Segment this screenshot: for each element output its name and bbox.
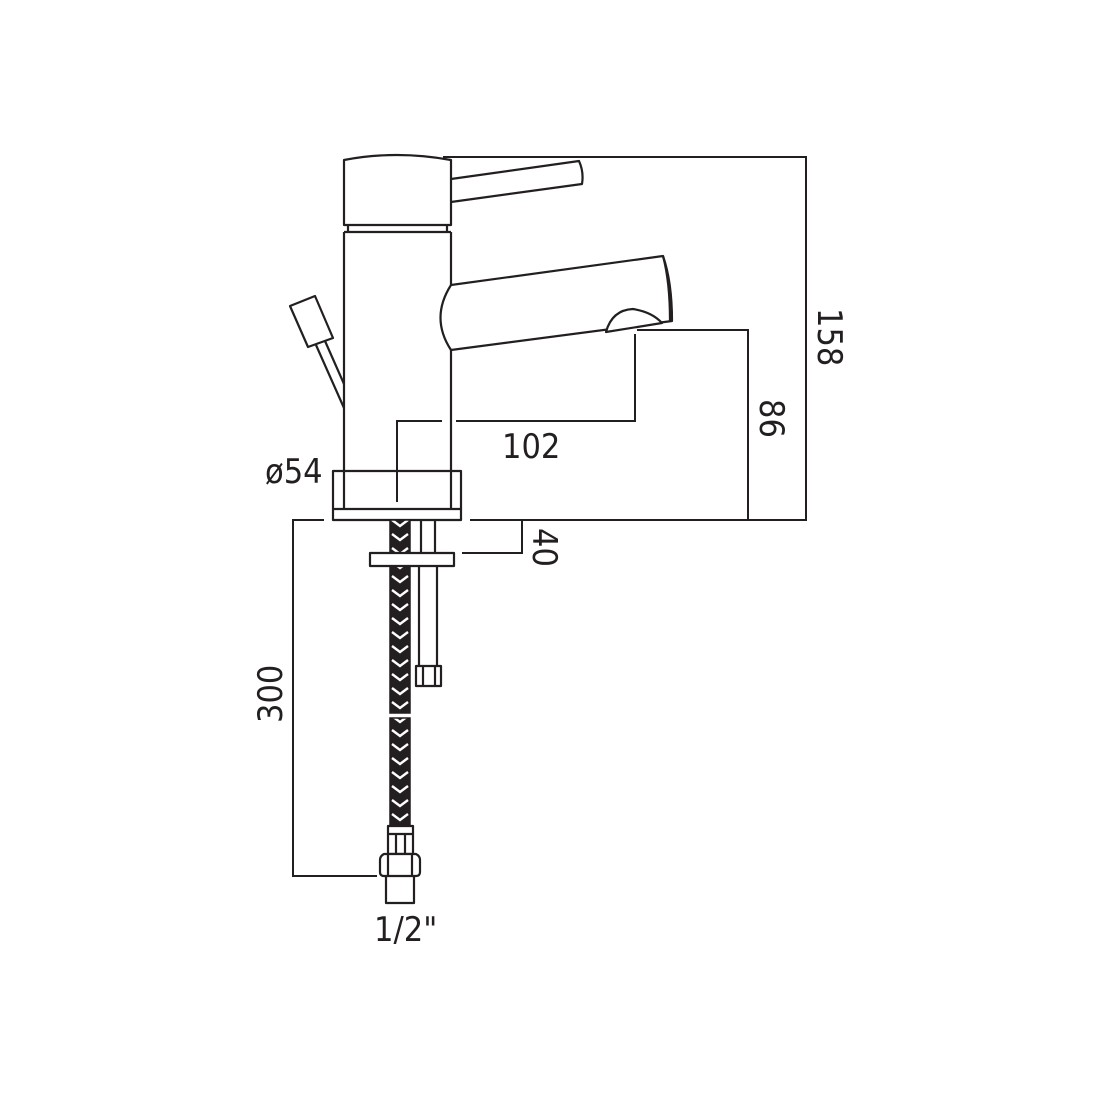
label-300: 300 [251, 665, 291, 723]
dimension-86 [470, 329, 749, 521]
dimension-158 [443, 156, 807, 521]
threaded-stud [417, 520, 439, 666]
spout [439, 254, 674, 352]
cartridge-cap [342, 153, 453, 234]
dimension-300 [292, 519, 377, 877]
dimension-40 [462, 520, 523, 554]
label-40: 40 [524, 528, 564, 567]
pop-up-waste-rod [288, 294, 346, 409]
fixing-washer [368, 551, 456, 568]
label-102: 102 [502, 427, 560, 467]
lever-handle [450, 159, 584, 204]
tail-fitting [378, 824, 422, 905]
braided-flexible-tail [389, 519, 411, 827]
label-diameter-54: ø54 [265, 452, 323, 492]
label-half-inch: 1/2" [374, 910, 437, 950]
tap-body [342, 232, 453, 471]
label-158: 158 [809, 308, 849, 366]
stud-nut [414, 664, 443, 688]
label-86: 86 [751, 399, 791, 438]
aerator [604, 307, 664, 334]
dimension-102 [396, 334, 636, 502]
